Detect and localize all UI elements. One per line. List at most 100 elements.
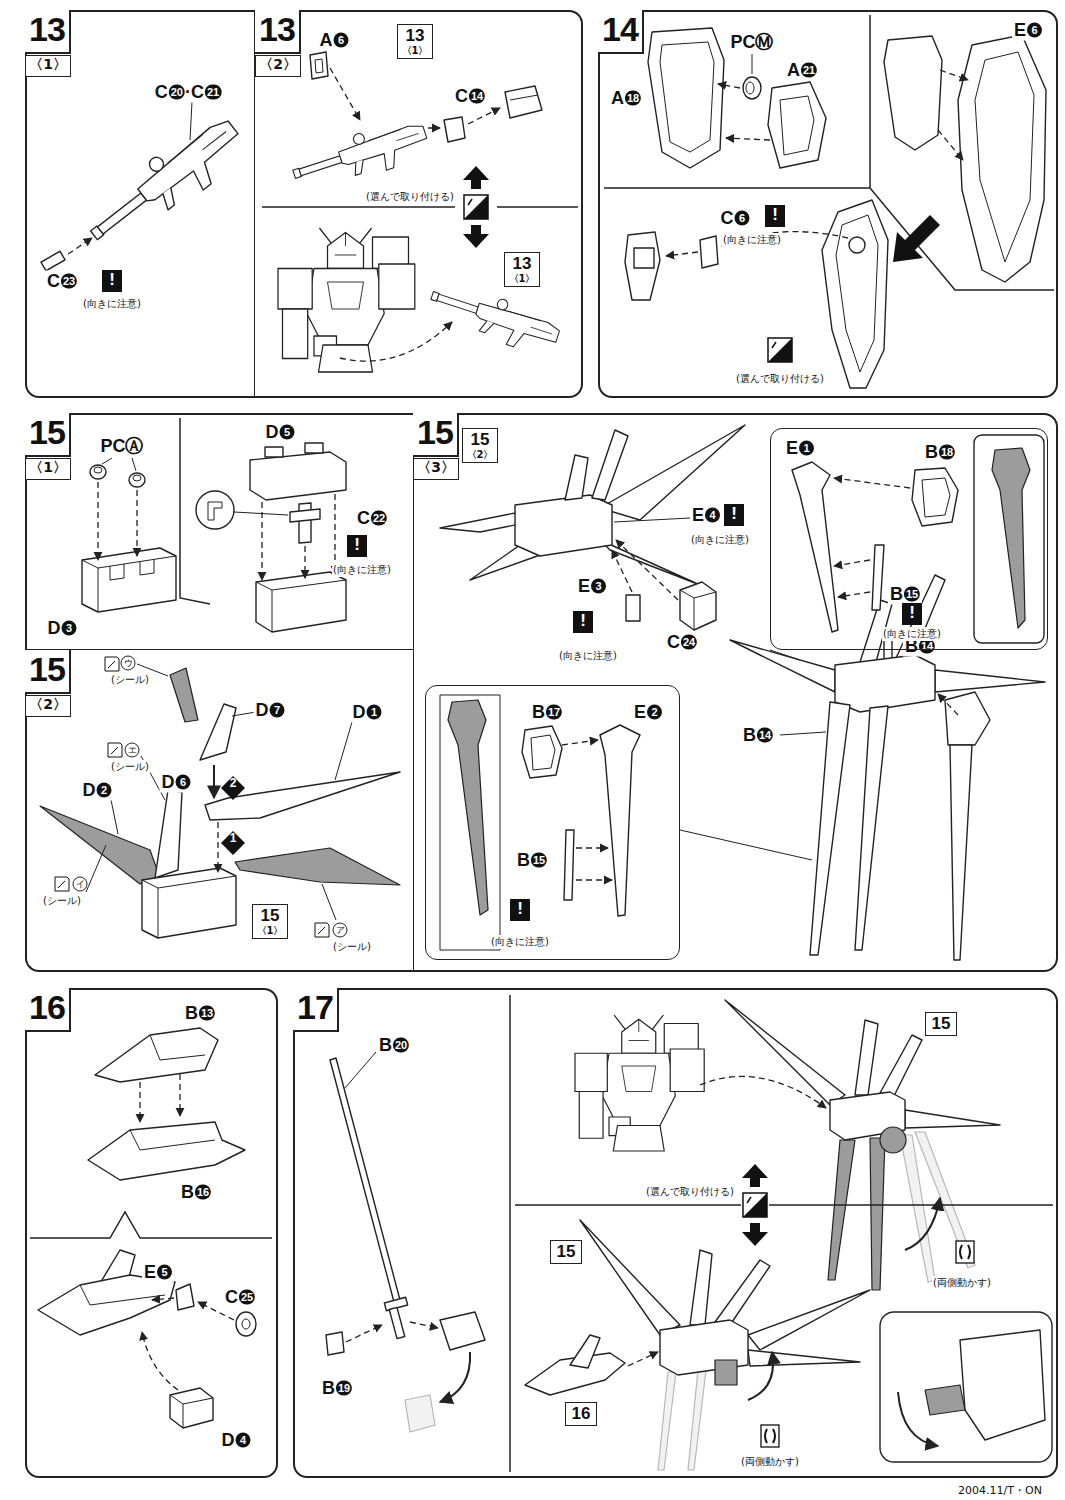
drawn-part bbox=[425, 278, 564, 359]
note: (向きに注意) bbox=[558, 649, 618, 663]
note: (シール) bbox=[42, 894, 82, 908]
part-outline bbox=[722, 232, 848, 246]
part-outline bbox=[893, 215, 940, 262]
drawn-part bbox=[742, 1164, 768, 1187]
part-outline bbox=[515, 495, 612, 556]
part-outline bbox=[580, 1220, 680, 1335]
detail-inset: E1B18B15!(向きに注意) bbox=[770, 428, 1048, 650]
part-label: D2 bbox=[81, 780, 114, 801]
drawn-part bbox=[761, 1425, 779, 1447]
part-outline bbox=[136, 490, 137, 556]
part-outline bbox=[938, 694, 958, 715]
part-outline bbox=[170, 1388, 213, 1428]
part-label: B18 bbox=[923, 442, 957, 463]
part-outline bbox=[600, 725, 640, 916]
sticker-mark: ア bbox=[333, 923, 348, 938]
part-outline bbox=[700, 1076, 826, 1108]
part-outline bbox=[256, 580, 346, 632]
circled-number: 16 bbox=[195, 1185, 211, 1200]
part-outline bbox=[94, 467, 102, 473]
circled-number: 3 bbox=[62, 621, 77, 636]
part-outline bbox=[179, 1074, 180, 1116]
part-outline bbox=[440, 1352, 470, 1402]
part-outline bbox=[217, 822, 218, 872]
part-label: B20 bbox=[377, 1035, 411, 1056]
part-label: C6 bbox=[719, 208, 752, 229]
part-outline bbox=[612, 550, 632, 592]
part-outline bbox=[626, 595, 640, 621]
drawn-part bbox=[768, 338, 792, 362]
part-outline bbox=[822, 200, 888, 388]
part-letter: B bbox=[890, 584, 903, 604]
part-outline bbox=[648, 28, 724, 168]
part-outline bbox=[440, 1312, 485, 1350]
part-outline bbox=[170, 1395, 213, 1428]
circled-number: 24 bbox=[681, 635, 697, 650]
caution-mark: ! bbox=[724, 504, 744, 526]
reference-step: 13 bbox=[509, 255, 536, 273]
circled-number: 5 bbox=[157, 1265, 172, 1280]
part-letter: D bbox=[222, 1430, 235, 1450]
part-outline bbox=[565, 455, 588, 500]
part-outline bbox=[515, 1204, 1053, 1206]
part-outline bbox=[340, 322, 452, 361]
circled-number: 23 bbox=[61, 274, 77, 289]
part-outline bbox=[958, 35, 1046, 282]
part-outline bbox=[870, 1138, 885, 1290]
part-outline bbox=[975, 52, 1034, 262]
detail-inset: B17E2B15!(向きに注意) bbox=[425, 685, 680, 960]
part-outline bbox=[592, 430, 628, 500]
drawn-part bbox=[105, 657, 119, 671]
part-outline bbox=[88, 1122, 245, 1180]
part-label: E1 bbox=[784, 438, 816, 459]
part-outline bbox=[40, 806, 160, 884]
part-outline bbox=[304, 546, 305, 578]
circled-number: 14 bbox=[469, 89, 485, 104]
part-outline bbox=[828, 1140, 855, 1280]
reference-box: 13〈1〉 bbox=[397, 24, 434, 59]
part-outline bbox=[330, 68, 360, 120]
part-outline bbox=[256, 572, 346, 632]
part-label: B16 bbox=[179, 1182, 213, 1203]
caution-mark: ! bbox=[902, 603, 922, 625]
part-letter: B bbox=[532, 702, 545, 722]
part-label: E2 bbox=[632, 702, 664, 723]
circled-number: 19 bbox=[336, 1381, 352, 1396]
part-outline bbox=[150, 1035, 205, 1060]
part-letter: B bbox=[379, 1035, 392, 1055]
part-label: C20·C21 bbox=[153, 82, 224, 103]
part-outline bbox=[468, 108, 500, 124]
part-outline bbox=[262, 206, 578, 208]
part-outline bbox=[680, 582, 716, 630]
circled-number: 2 bbox=[647, 705, 662, 720]
part-label: B19 bbox=[320, 1378, 354, 1399]
reference-sub-step: 〈2〉 bbox=[467, 449, 494, 460]
part-letter: B bbox=[185, 1003, 198, 1023]
part-label: C25 bbox=[223, 1287, 257, 1308]
caution-mark: ! bbox=[765, 205, 785, 227]
part-letter: B bbox=[181, 1182, 194, 1202]
note: (シール) bbox=[110, 760, 150, 774]
part-outline bbox=[170, 668, 198, 722]
part-outline bbox=[855, 1020, 878, 1095]
note: (向きに注意) bbox=[722, 233, 782, 247]
part-outline bbox=[208, 502, 288, 520]
reference-step: 15 bbox=[930, 1015, 952, 1033]
step-panel: 15〈2〉ウ(シール)D7エ(シール)D62D1D21イ(シール)ア(シール)1… bbox=[25, 650, 413, 972]
part-label: C24 bbox=[665, 632, 699, 653]
step-number: 15 bbox=[413, 413, 459, 457]
part-letter: B bbox=[517, 850, 530, 870]
part-letter: D bbox=[83, 780, 96, 800]
part-letter: C bbox=[225, 1287, 238, 1307]
reference-box: 15 bbox=[925, 1012, 957, 1036]
part-outline bbox=[155, 790, 182, 878]
part-letter: E bbox=[634, 702, 646, 722]
drawn-part bbox=[108, 743, 122, 757]
part-letter: B bbox=[925, 442, 938, 462]
part-outline bbox=[838, 592, 870, 597]
part-outline bbox=[898, 1392, 938, 1446]
part-outline bbox=[82, 556, 176, 612]
part-outline bbox=[405, 1395, 435, 1432]
part-outline bbox=[322, 884, 336, 920]
sub-step-number: 〈2〉 bbox=[25, 695, 71, 717]
